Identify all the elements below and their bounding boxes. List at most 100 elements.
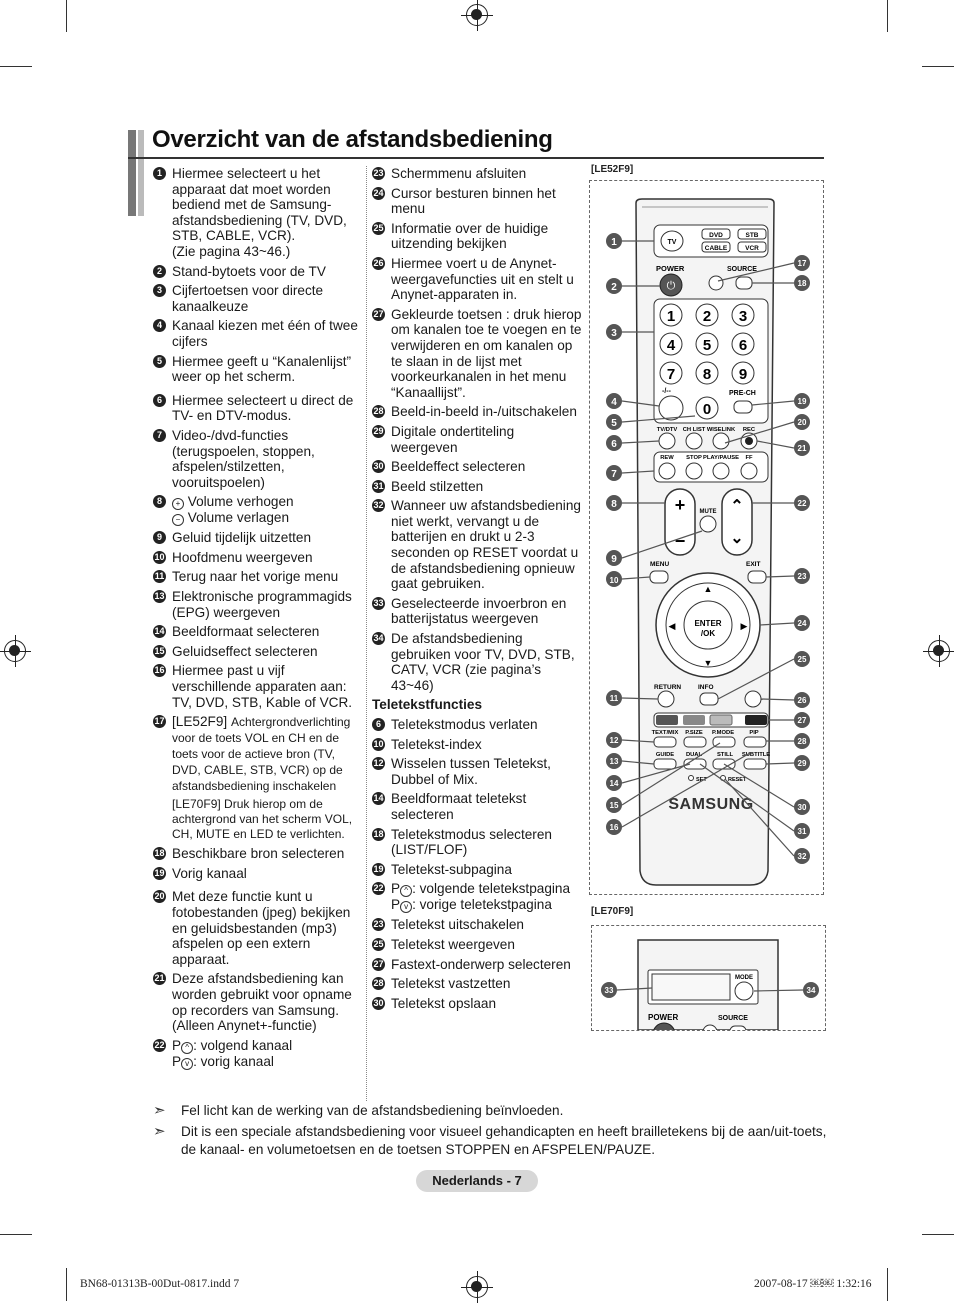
- figure-label-le52f9: [LE52F9]: [591, 164, 634, 175]
- return-label: RETURN: [654, 684, 681, 691]
- power-icon: ⏻: [667, 280, 676, 292]
- bullet-number: 29: [372, 424, 385, 438]
- item-text: [LE52F9]: [172, 714, 228, 730]
- list-item: 9 Geluid tijdelijk uitzetten: [153, 530, 363, 546]
- footer-file-info: BN68-01313B-00Dut-0817.indd 7: [80, 1278, 240, 1290]
- item-text: Fastext-onderwerp selecteren: [391, 956, 571, 972]
- registration-mark-icon: [0, 635, 31, 667]
- section-bar-light: [138, 130, 144, 216]
- bullet-number: 13: [153, 590, 166, 604]
- item-text: Kanaal kiezen met één of twee cijfers: [172, 318, 358, 349]
- item-text: Schermmenu afsluiten: [391, 166, 527, 181]
- callout-number: 11: [610, 694, 619, 703]
- bullet-number: 28: [372, 977, 385, 991]
- bullet-number: 14: [153, 625, 166, 639]
- callout-number: 21: [798, 444, 807, 453]
- item-text: Teletekst uitschakelen: [391, 917, 524, 933]
- crop-mark: [66, 0, 67, 32]
- item-text-2: [LE70F9] Druk hierop om de achtergrond v…: [172, 797, 353, 842]
- digit-label: 9: [739, 366, 747, 383]
- ff-label: FF: [745, 455, 753, 461]
- callout-number: 24: [798, 619, 807, 628]
- menu-label: MENU: [650, 561, 669, 568]
- p-letter: P: [391, 881, 401, 897]
- item-text: Met deze functie kunt u fotobestanden (j…: [172, 889, 351, 967]
- exit-label: EXIT: [746, 561, 760, 568]
- bullet-number: 33: [372, 596, 385, 610]
- callout-number: 17: [798, 259, 807, 268]
- page-title: Overzicht van de afstandsbediening: [152, 126, 553, 153]
- item-text: Cursor besturen binnen het menu: [391, 185, 556, 217]
- digit-label: 1: [667, 308, 675, 325]
- item-text: Hiermee selecteert u direct de TV- en DT…: [172, 392, 354, 424]
- power-label: POWER: [648, 1013, 678, 1022]
- volume-up-icon: +: [172, 498, 184, 511]
- channel-down-icon: v: [181, 1057, 194, 1070]
- bullet-number: 28: [372, 405, 385, 419]
- bullet-number: 12: [372, 757, 385, 771]
- digit-label: 3: [739, 308, 747, 325]
- channel-up-icon: ^: [400, 885, 413, 898]
- volume-down-icon: −: [675, 531, 686, 551]
- crop-mark: [66, 1268, 67, 1301]
- item-text: Teletekst weergeven: [391, 936, 515, 952]
- bullet-number: 26: [372, 256, 385, 270]
- bullet-number: 6: [153, 393, 166, 407]
- power-label: POWER: [656, 264, 685, 273]
- textmix-label: TEXT/MIX: [652, 730, 679, 736]
- note-item: ➣Dit is een speciale afstandsbediening v…: [153, 1123, 833, 1159]
- prech-label: PRE-CH: [729, 390, 756, 397]
- bullet-number: 25: [372, 221, 385, 235]
- crop-mark: [887, 1268, 888, 1301]
- callout-number: 30: [798, 803, 807, 812]
- bullet-number: 27: [372, 957, 385, 971]
- callout-number: 19: [798, 397, 807, 406]
- p-letter: P: [391, 897, 401, 913]
- bullet-number: 19: [153, 866, 166, 880]
- still-label: STILL: [717, 752, 734, 758]
- wiselink-label: WISELINK: [707, 427, 736, 433]
- bullet-number: 7: [153, 428, 166, 442]
- stop-label: STOP: [686, 455, 702, 461]
- callout-number: 12: [610, 736, 619, 745]
- item-text: Volume verhogen: [187, 494, 294, 510]
- item-text: De afstandsbediening gebruiken voor TV, …: [391, 631, 575, 693]
- samsung-logo: SAMSUNG: [668, 796, 753, 813]
- subtitle-label: SUBTITLE: [742, 752, 770, 758]
- callout-number: 18: [798, 279, 807, 288]
- item-text: Geluidseffect selecteren: [172, 643, 318, 659]
- item-text: Geluid tijdelijk uitzetten: [172, 530, 312, 546]
- callout-number: 32: [798, 852, 807, 861]
- rew-label: REW: [660, 455, 674, 461]
- psize-label: P.SIZE: [685, 730, 703, 736]
- item-text: Stand-bytoets voor de TV: [172, 263, 326, 279]
- bullet-number: 17: [153, 715, 166, 729]
- crop-mark: [922, 66, 954, 67]
- bullet-number: 9: [153, 531, 166, 545]
- item-text: Beeld stilzetten: [391, 478, 484, 494]
- crop-mark: [887, 0, 888, 32]
- figure-label-le70f9: [LE70F9]: [591, 906, 634, 917]
- callout-number: 2: [611, 282, 617, 293]
